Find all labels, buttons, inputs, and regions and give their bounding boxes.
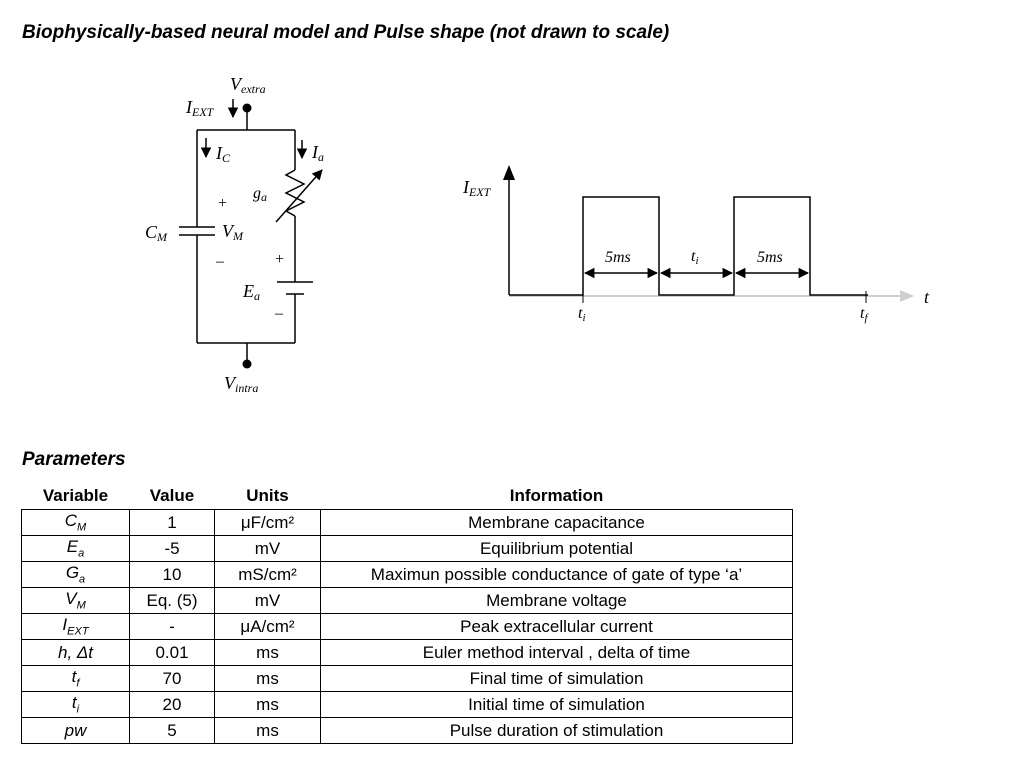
- variable-subscript: i: [76, 703, 80, 716]
- cell-information: Initial time of simulation: [320, 691, 793, 718]
- cell-information: Equilibrium potential: [320, 535, 793, 562]
- cell-value: 10: [129, 561, 215, 588]
- variable-symbol: G: [65, 563, 80, 583]
- variable-symbol: t: [71, 693, 77, 713]
- i-ext-label: IEXT: [185, 97, 215, 119]
- cell-information: Pulse duration of stimulation: [320, 717, 793, 744]
- cell-units: ms: [214, 691, 321, 718]
- cell-information: Peak extracellular current: [320, 613, 793, 640]
- header-value: Value: [149, 486, 195, 505]
- vm-minus-sign: –: [215, 253, 225, 270]
- variable-symbol: E: [66, 537, 79, 557]
- cell-information: Final time of simulation: [320, 665, 793, 692]
- variable-subscript: M: [76, 599, 86, 612]
- cell-units: ms: [214, 639, 321, 666]
- cell-information: Euler method interval , delta of time: [320, 639, 793, 666]
- cell-value: -5: [129, 535, 215, 562]
- vm-plus-sign: +: [218, 195, 227, 212]
- variable-resistor-arrow: [275, 169, 323, 223]
- cell-units: mV: [214, 535, 321, 562]
- tf-axis-label: tf: [860, 305, 869, 324]
- ti-axis-label: ti: [578, 305, 586, 324]
- cell-units: mV: [214, 587, 321, 614]
- cell-variable: ti: [21, 691, 130, 718]
- variable-symbol: h, Δt: [57, 642, 94, 662]
- header-information: Information: [509, 486, 604, 505]
- c-m-label: CM: [145, 222, 168, 244]
- cell-variable: VM: [21, 587, 130, 614]
- cell-variable: CM: [21, 509, 130, 536]
- variable-subscript: f: [76, 677, 80, 690]
- cell-units: μA/cm²: [214, 613, 321, 640]
- cell-variable: Ga: [21, 561, 130, 588]
- pulse-waveform: [509, 196, 868, 296]
- intra-terminal-node: [242, 359, 252, 369]
- pulse2-width-label: 5ms: [757, 249, 783, 266]
- extra-terminal-node: [242, 103, 252, 113]
- variable-symbol: C: [64, 511, 78, 531]
- gap-label: ti: [691, 248, 699, 267]
- cell-value: -: [129, 613, 215, 640]
- variable-symbol: V: [65, 589, 77, 609]
- cell-value: 20: [129, 691, 215, 718]
- v-m-label: VM: [222, 221, 244, 243]
- cell-units: mS/cm²: [214, 561, 321, 588]
- cell-units: ms: [214, 665, 321, 692]
- header-units: Units: [246, 486, 289, 505]
- cell-information: Maximun possible conductance of gate of …: [320, 561, 793, 588]
- page-title: Biophysically-based neural model and Pul…: [22, 22, 670, 43]
- cell-value: 5: [129, 717, 215, 744]
- pulse-diagram: IEXT t 5ms ti 5ms ti tf: [462, 165, 930, 324]
- variable-subscript: a: [79, 573, 86, 586]
- i-a-label: Ia: [311, 142, 324, 164]
- i-c-label: IC: [215, 143, 231, 165]
- cell-value: 1: [129, 509, 215, 536]
- cell-variable: IEXT: [21, 613, 130, 640]
- variable-subscript: a: [78, 547, 85, 560]
- pulse-y-axis-arrowhead: [503, 165, 515, 180]
- ea-plus-sign: +: [275, 251, 284, 268]
- cell-variable: Ea: [21, 535, 130, 562]
- cell-information: Membrane voltage: [320, 587, 793, 614]
- parameters-heading: Parameters: [22, 449, 126, 470]
- pulse1-width-label: 5ms: [605, 249, 631, 266]
- variable-symbol: pw: [64, 720, 87, 740]
- cell-value: Eq. (5): [129, 587, 215, 614]
- ea-minus-sign: –: [274, 305, 284, 322]
- table-header-row: Variable Value Units Information: [22, 484, 793, 510]
- e-a-label: Ea: [242, 281, 260, 303]
- cell-value: 0.01: [129, 639, 215, 666]
- cell-variable: tf: [21, 665, 130, 692]
- cell-value: 70: [129, 665, 215, 692]
- cell-variable: h, Δt: [21, 639, 130, 666]
- header-variable: Variable: [42, 486, 109, 505]
- v-intra-label: Vintra: [224, 373, 258, 395]
- pulse-x-axis-label: t: [924, 287, 930, 307]
- pulse-y-axis-label: IEXT: [462, 177, 492, 199]
- cell-units: μF/cm²: [214, 509, 321, 536]
- variable-subscript: EXT: [67, 625, 89, 638]
- pulse-x-axis-arrowhead: [900, 290, 914, 302]
- g-a-label: ga: [253, 185, 267, 204]
- cell-information: Membrane capacitance: [320, 509, 793, 536]
- cell-variable: pw: [21, 717, 130, 744]
- variable-symbol: I: [62, 615, 68, 635]
- variable-symbol: t: [71, 667, 77, 687]
- cell-units: ms: [214, 717, 321, 744]
- v-extra-label: Vextra: [230, 74, 266, 96]
- variable-subscript: M: [77, 521, 87, 534]
